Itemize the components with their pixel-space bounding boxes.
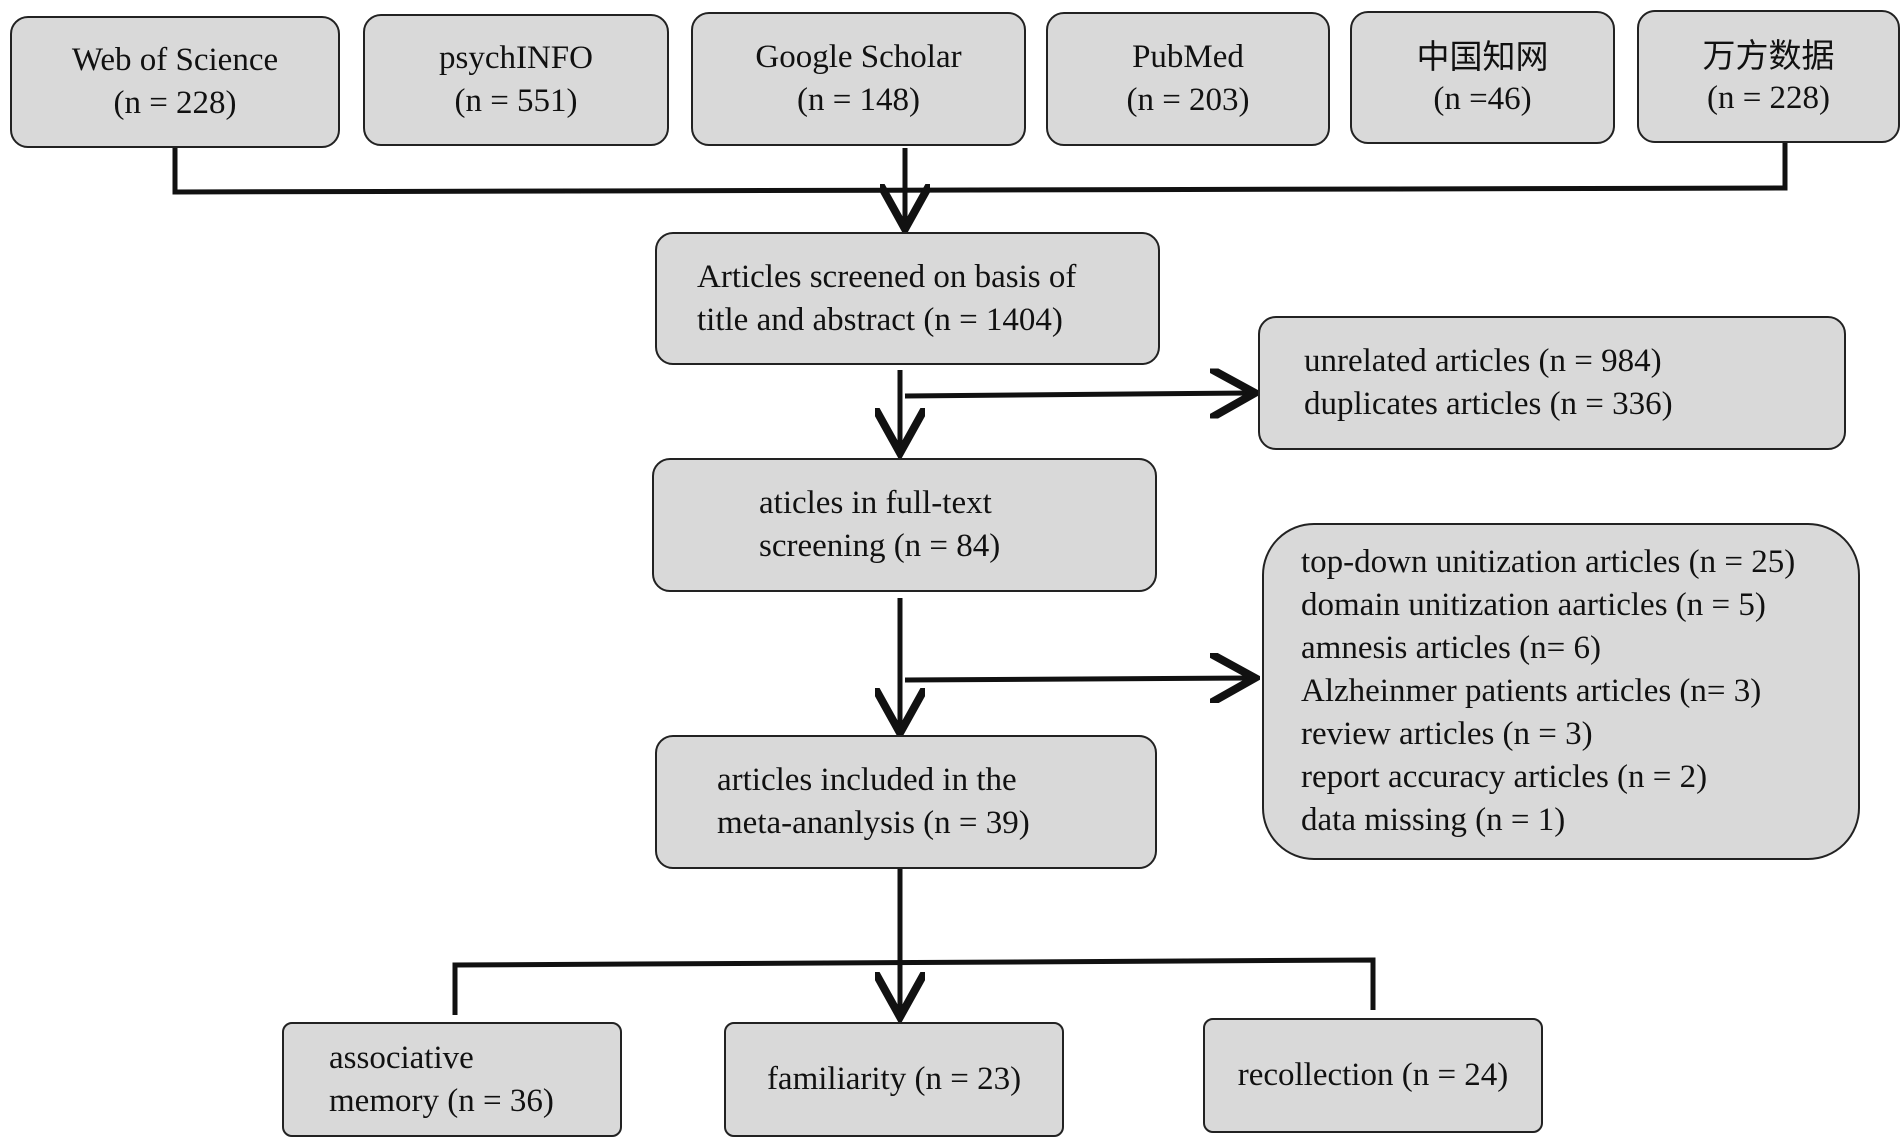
source-pubmed: PubMed (n = 203) xyxy=(1046,12,1330,146)
source-name: psychINFO xyxy=(439,40,593,76)
source-count: (n = 228) xyxy=(113,85,237,121)
included-line-1: articles included in the xyxy=(717,762,1017,798)
screened-line-2: title and abstract (n = 1404) xyxy=(697,301,1063,338)
excluded-second-box: top-down unitization articles (n = 25) d… xyxy=(1262,523,1860,860)
source-psychinfo: psychINFO (n = 551) xyxy=(363,14,669,146)
excluded-item: top-down unitization articles (n = 25) xyxy=(1301,544,1796,580)
screened-box: Articles screened on basis of title and … xyxy=(655,232,1160,365)
source-cnki: 中国知网 (n =46) xyxy=(1350,11,1615,144)
fulltext-box: aticles in full-text screening (n = 84) xyxy=(652,458,1157,592)
excluded-item: domain unitization aarticles (n = 5) xyxy=(1301,587,1766,623)
outcome-line-1: associative xyxy=(329,1039,474,1076)
source-web-of-science: Web of Science (n = 228) xyxy=(10,16,340,148)
sources-merge-line xyxy=(172,142,1788,195)
excluded-item: report accuracy articles (n = 2) xyxy=(1301,759,1708,795)
source-count: (n = 551) xyxy=(454,83,578,119)
outcome-line-2: memory (n = 36) xyxy=(329,1082,554,1119)
source-count: (n = 228) xyxy=(1706,79,1831,116)
source-google-scholar: Google Scholar (n = 148) xyxy=(691,12,1026,146)
source-name: Web of Science xyxy=(71,42,279,78)
fulltext-line-2: screening (n = 84) xyxy=(759,528,1001,564)
outcome-label: familiarity (n = 23) xyxy=(766,1061,1022,1097)
arrow-to-excluded-first xyxy=(904,393,1250,396)
source-wanfang: 万方数据 (n = 228) xyxy=(1637,10,1900,143)
source-name: PubMed xyxy=(1132,39,1244,75)
excluded-item: Alzheinmer patients articles (n= 3) xyxy=(1301,673,1762,709)
fulltext-line-1: aticles in full-text xyxy=(759,485,992,521)
source-name: Google Scholar xyxy=(755,39,962,75)
outcome-associative-memory: associative memory (n = 36) xyxy=(282,1022,622,1137)
arrow-to-excluded-second xyxy=(904,678,1250,680)
source-name: 中国知网 xyxy=(1416,36,1549,76)
source-count: (n =46) xyxy=(1433,80,1532,117)
source-count: (n = 148) xyxy=(796,82,921,118)
excluded-item: unrelated articles (n = 984) xyxy=(1304,343,1662,379)
source-name: 万方数据 xyxy=(1702,35,1835,75)
included-box: articles included in the meta-ananlysis … xyxy=(655,735,1157,869)
included-line-2: meta-ananlysis (n = 39) xyxy=(717,805,1030,841)
outcome-recollection: recollection (n = 24) xyxy=(1203,1018,1543,1133)
outcome-familiarity: familiarity (n = 23) xyxy=(724,1022,1064,1137)
excluded-item: review articles (n = 3) xyxy=(1301,716,1593,752)
screened-line-1: Articles screened on basis of xyxy=(697,258,1077,295)
excluded-item: amnesis articles (n= 6) xyxy=(1301,630,1601,666)
excluded-item: duplicates articles (n = 336) xyxy=(1304,386,1673,422)
excluded-item: data missing (n = 1) xyxy=(1301,802,1566,838)
excluded-first-box: unrelated articles (n = 984) duplicates … xyxy=(1258,316,1846,450)
outcomes-split-line xyxy=(452,957,1376,1015)
outcome-label: recollection (n = 24) xyxy=(1237,1057,1509,1093)
source-count: (n = 203) xyxy=(1126,82,1250,118)
